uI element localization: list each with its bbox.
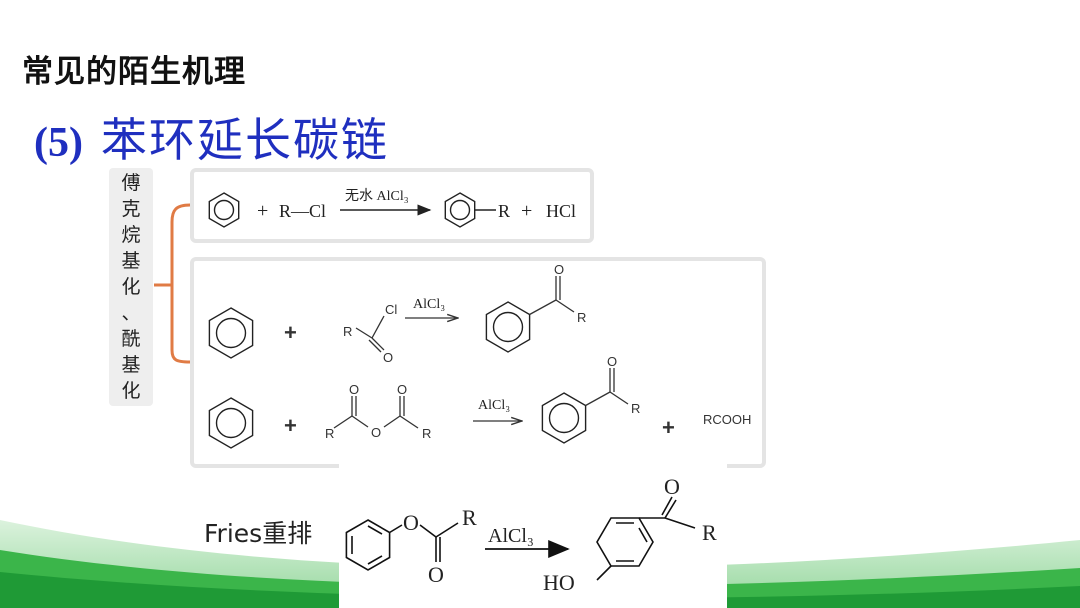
acyl-r: R bbox=[343, 324, 352, 339]
acyl-plus: + bbox=[284, 320, 297, 345]
anh-product-o: O bbox=[607, 354, 617, 369]
anh-product-r: R bbox=[631, 401, 640, 416]
fries-product-bonds bbox=[596, 496, 696, 581]
anh-plus: + bbox=[284, 413, 297, 438]
anh-o-left: O bbox=[349, 382, 359, 397]
side-label-char: 基 bbox=[121, 250, 141, 272]
alk-condition: 无水 AlCl₃ bbox=[345, 188, 409, 204]
alk-product-r: R bbox=[498, 201, 510, 221]
bracket bbox=[154, 203, 191, 364]
acyl-cl: Cl bbox=[385, 302, 397, 317]
alk-reagent: R—Cl bbox=[279, 201, 326, 221]
section-heading: (5) 苯环延长碳链 bbox=[34, 104, 389, 167]
acyl-product-carbonyl bbox=[529, 276, 575, 316]
fries-product-ho: HO bbox=[543, 570, 575, 595]
acyl-product-r: R bbox=[577, 310, 586, 325]
section-title: 苯环延长碳链 bbox=[100, 113, 389, 167]
side-label-char: 酰 bbox=[121, 328, 141, 350]
fries-o-carbonyl: O bbox=[428, 562, 444, 587]
side-label-char: 基 bbox=[121, 354, 141, 376]
side-label-char: 化 bbox=[121, 276, 141, 298]
anh-byproduct: RCOOH bbox=[703, 412, 751, 427]
acyl-product-o: O bbox=[554, 262, 564, 277]
benzene-ring-icon bbox=[208, 397, 254, 449]
anh-o-right: O bbox=[397, 382, 407, 397]
side-label: 傅 克 烷 基 化 、 酰 基 化 bbox=[109, 168, 153, 406]
fries-product-o: O bbox=[664, 474, 680, 499]
fries-product-r: R bbox=[702, 520, 717, 545]
acyl-catalyst: AlCl₃ bbox=[413, 297, 445, 312]
anh-r-right: R bbox=[422, 426, 431, 441]
fries-ester-chain bbox=[389, 522, 459, 562]
fries-panel bbox=[339, 458, 727, 608]
fries-o-bridge: O bbox=[403, 510, 419, 535]
benzene-ring-icon bbox=[596, 517, 654, 567]
side-label-char: 克 bbox=[121, 198, 141, 220]
anh-product-carbonyl bbox=[585, 368, 629, 407]
fries-catalyst: AlCl₃ bbox=[488, 525, 534, 547]
wave-decoration bbox=[0, 520, 1080, 608]
section-number: (5) bbox=[34, 120, 83, 166]
side-label-char: 、 bbox=[121, 302, 141, 324]
alk-plus: + bbox=[257, 200, 268, 222]
benzene-ring-icon bbox=[345, 519, 391, 571]
anh-r-left: R bbox=[325, 426, 334, 441]
alk-byproduct: HCl bbox=[546, 201, 576, 221]
anh-catalyst: AlCl₃ bbox=[478, 398, 510, 413]
acylation-card bbox=[190, 257, 766, 468]
benzene-ring-icon bbox=[444, 192, 496, 228]
header-title: 常见的陌生机理 bbox=[22, 54, 246, 90]
fries-label: Fries重排 bbox=[204, 519, 313, 548]
fries-r: R bbox=[462, 505, 477, 530]
alk-plus2: + bbox=[521, 200, 532, 222]
side-label-char: 烷 bbox=[121, 224, 141, 246]
alkylation-card bbox=[190, 168, 594, 243]
anh-plus2: + bbox=[662, 415, 675, 440]
anhydride-structure bbox=[333, 396, 419, 429]
benzene-ring-icon bbox=[208, 192, 240, 228]
acyl-o: O bbox=[383, 350, 393, 365]
benzene-ring-icon bbox=[208, 307, 254, 359]
acyl-chloride-structure bbox=[355, 315, 385, 353]
side-label-char: 傅 bbox=[121, 172, 141, 194]
anh-o-bridge: O bbox=[371, 425, 381, 440]
side-label-char: 化 bbox=[121, 380, 141, 402]
